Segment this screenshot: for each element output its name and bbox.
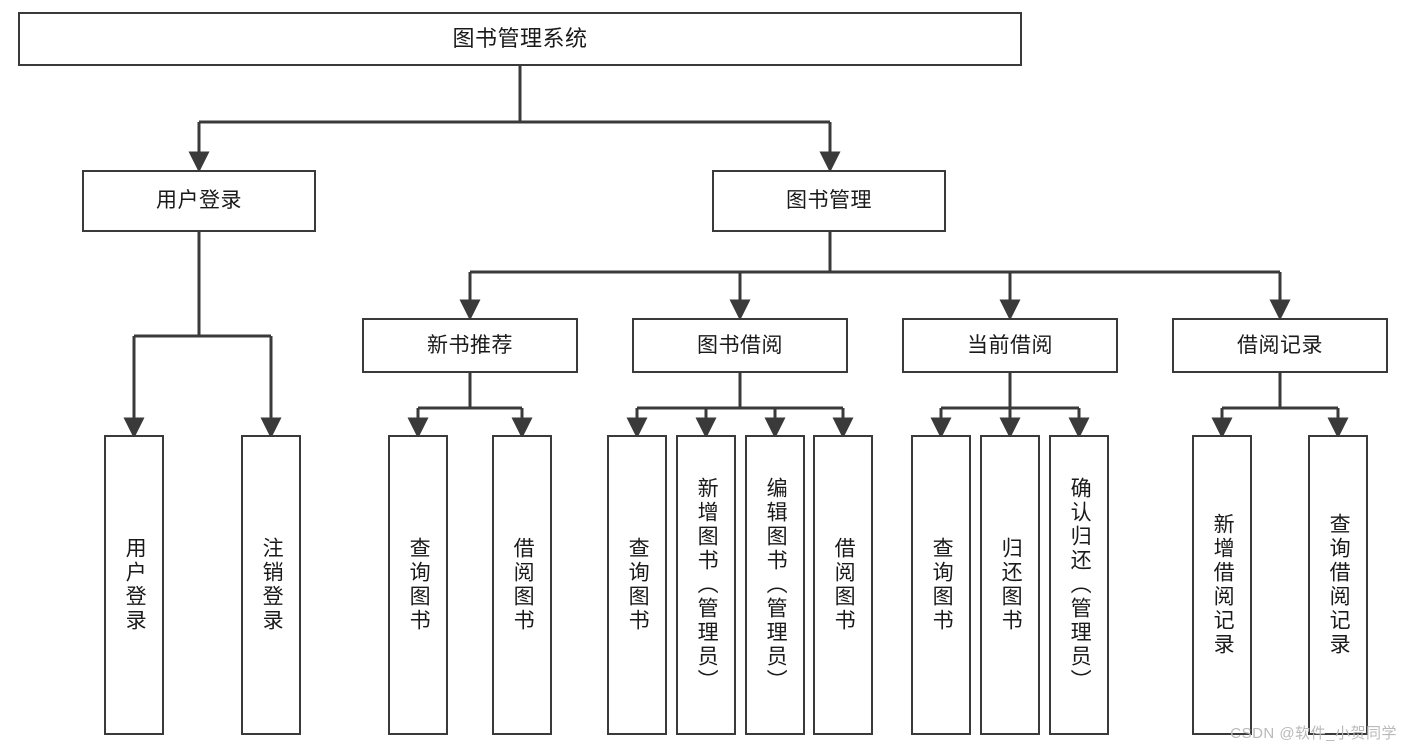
leaf-return-books[interactable]: 归还图书	[980, 435, 1040, 735]
node-label: 图书管理系统	[452, 25, 588, 51]
node-label: 用户登录	[123, 537, 147, 633]
csdn-watermark: CSDN @软件_小贺同学	[1230, 725, 1397, 742]
node-label: 查询借阅记录	[1327, 513, 1351, 657]
node-label: 借阅记录	[1237, 333, 1323, 357]
node-label: 确认归还（管理员）	[1068, 477, 1092, 693]
node-label: 查询图书	[407, 537, 431, 633]
node-user-login[interactable]: 用户登录	[82, 170, 316, 232]
leaf-edit-book-admin[interactable]: 编辑图书（管理员）	[745, 435, 805, 735]
node-label: 当前借阅	[967, 333, 1053, 357]
node-current-borrowing[interactable]: 当前借阅	[902, 318, 1118, 373]
node-label: 图书借阅	[697, 333, 783, 357]
node-label: 新增借阅记录	[1211, 513, 1235, 657]
node-label: 归还图书	[999, 537, 1023, 633]
node-label: 查询图书	[930, 537, 954, 633]
leaf-user-login[interactable]: 用户登录	[104, 435, 164, 735]
leaf-borrow-books-recommendation[interactable]: 借阅图书	[492, 435, 552, 735]
node-borrowing-records[interactable]: 借阅记录	[1172, 318, 1388, 373]
leaf-add-borrowing-record[interactable]: 新增借阅记录	[1192, 435, 1252, 735]
node-root-library-management-system[interactable]: 图书管理系统	[18, 12, 1022, 66]
node-new-book-recommendation[interactable]: 新书推荐	[362, 318, 578, 373]
leaf-confirm-return-admin[interactable]: 确认归还（管理员）	[1049, 435, 1109, 735]
node-label: 新书推荐	[427, 333, 513, 357]
node-label: 借阅图书	[832, 537, 856, 633]
node-label: 图书管理	[786, 189, 872, 213]
leaf-borrow-books[interactable]: 借阅图书	[813, 435, 873, 735]
node-label: 注销登录	[260, 537, 284, 633]
leaf-logout[interactable]: 注销登录	[241, 435, 301, 735]
node-label: 编辑图书（管理员）	[764, 477, 788, 693]
node-book-management[interactable]: 图书管理	[712, 170, 946, 232]
leaf-query-borrowing-record[interactable]: 查询借阅记录	[1308, 435, 1368, 735]
leaf-query-books-borrowing[interactable]: 查询图书	[607, 435, 667, 735]
leaf-add-book-admin[interactable]: 新增图书（管理员）	[676, 435, 736, 735]
node-label: 借阅图书	[511, 537, 535, 633]
leaf-query-books-recommendation[interactable]: 查询图书	[388, 435, 448, 735]
node-label: 查询图书	[626, 537, 650, 633]
node-label: 新增图书（管理员）	[695, 477, 719, 693]
node-label: 用户登录	[156, 189, 242, 213]
node-book-borrowing[interactable]: 图书借阅	[632, 318, 848, 373]
leaf-query-books-current[interactable]: 查询图书	[911, 435, 971, 735]
